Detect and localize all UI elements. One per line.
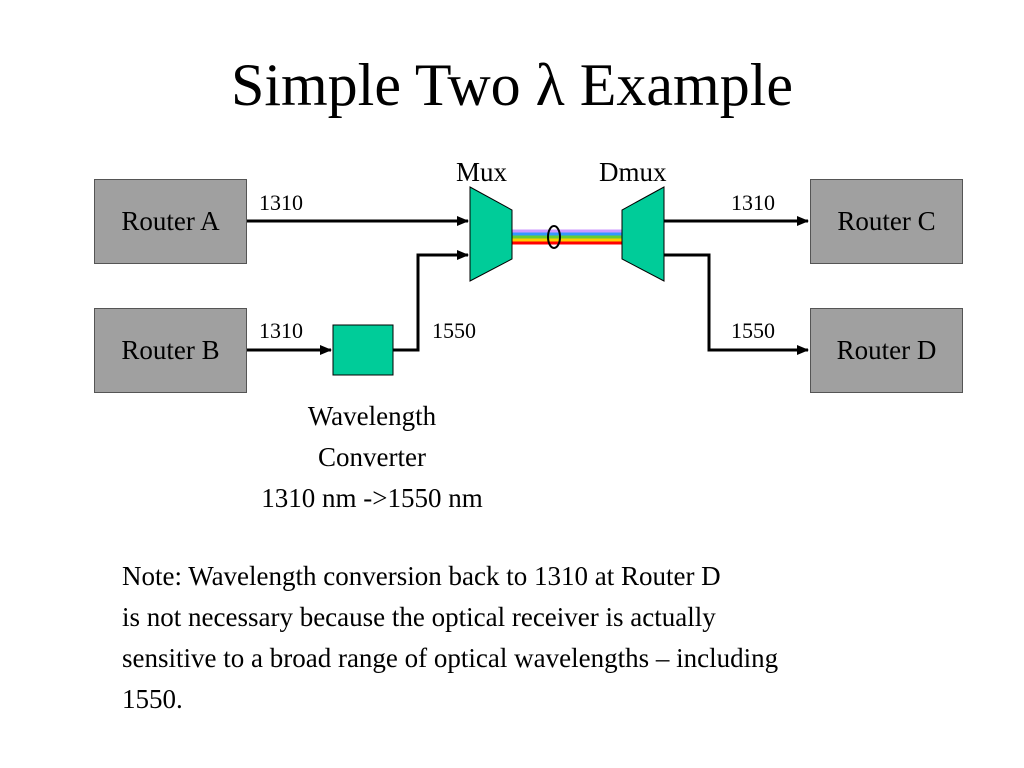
link-dmux-to-router-d [664,253,809,355]
page-title: Simple Two λ Example [230,52,794,118]
fiber-link [512,229,622,245]
converter-label-line-3: 1310 nm ->1550 nm [261,483,483,513]
router-c: Router C [810,179,963,264]
dmux-label: Dmux [599,157,667,187]
router-b: Router B [94,308,247,393]
note-line-1: Note: Wavelength conversion back to 1310… [122,561,721,591]
wavelength-label-converter-out: 1550 [432,318,476,343]
dmux-shape [621,186,665,282]
router-d-label: Router D [836,335,937,365]
wavelength-label-router-d: 1550 [731,318,775,343]
note-line-4: 1550. [122,684,183,714]
link-converter-to-mux [393,250,469,352]
mux-shape [469,186,513,282]
wavelength-label-router-b: 1310 [259,318,303,343]
fiber-coil-icon [547,225,561,249]
wavelength-converter-label: Wavelength Converter 1310 nm ->1550 nm [222,396,522,519]
note-text: Note: Wavelength conversion back to 1310… [122,556,972,720]
converter-label-line-2: Converter [318,442,426,472]
wavelength-converter-box [332,324,394,376]
converter-label-line-1: Wavelength [307,401,437,431]
wavelength-label-router-a: 1310 [259,190,303,215]
note-line-2: is not necessary because the optical rec… [122,602,716,632]
router-a-label: Router A [121,206,220,236]
router-c-label: Router C [837,206,936,236]
router-d: Router D [810,308,963,393]
router-a: Router A [94,179,247,264]
mux-label: Mux [456,157,508,187]
router-b-label: Router B [121,335,220,365]
note-line-3: sensitive to a broad range of optical wa… [122,643,779,673]
wavelength-label-router-c: 1310 [731,190,775,215]
